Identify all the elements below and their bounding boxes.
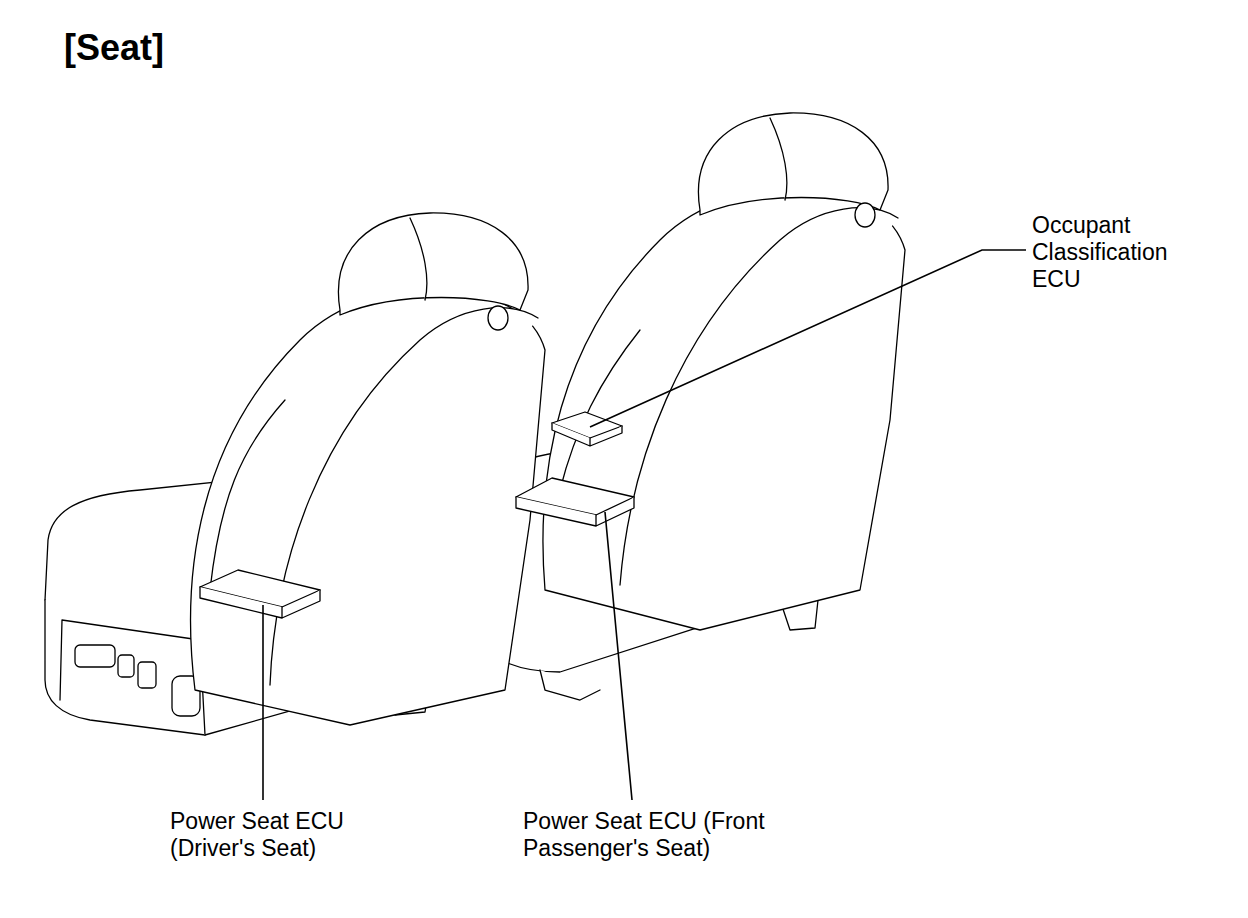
seat-backrest xyxy=(191,289,545,725)
part-label: Power Seat ECU (Front Passenger's Seat) xyxy=(523,808,788,862)
seat-switch xyxy=(118,655,134,677)
seat-backrest xyxy=(543,189,905,630)
ecu-box-side xyxy=(552,423,622,446)
headrest-button xyxy=(488,306,508,330)
leader-line xyxy=(262,605,264,800)
ecu-box-side xyxy=(516,497,634,526)
leader-line xyxy=(605,512,632,800)
seat-headrest xyxy=(338,213,528,315)
ecu-box-side xyxy=(200,587,320,618)
diagram-title: [Seat] xyxy=(64,28,164,68)
seat-side-panel xyxy=(60,620,205,735)
headrest-seam xyxy=(770,118,787,200)
seat-switch xyxy=(138,662,156,688)
power-seat-ecu-driver xyxy=(200,570,320,618)
part-label: Occupant Classification ECU xyxy=(1032,212,1207,293)
power-seat-ecu-passenger xyxy=(516,478,634,526)
seat-back-panel xyxy=(620,208,898,585)
driver-seat xyxy=(45,213,545,735)
seat-side-bolster xyxy=(210,400,285,590)
headrest-button xyxy=(855,203,875,227)
seat-switch xyxy=(75,645,115,667)
leader-lines xyxy=(263,250,1026,800)
leader-line xyxy=(590,250,1026,427)
seat-back-panel xyxy=(270,308,538,685)
part-label: Power Seat ECU (Driver's Seat) xyxy=(170,808,375,862)
headrest-seam xyxy=(410,218,427,300)
seat-headrest xyxy=(698,113,888,215)
